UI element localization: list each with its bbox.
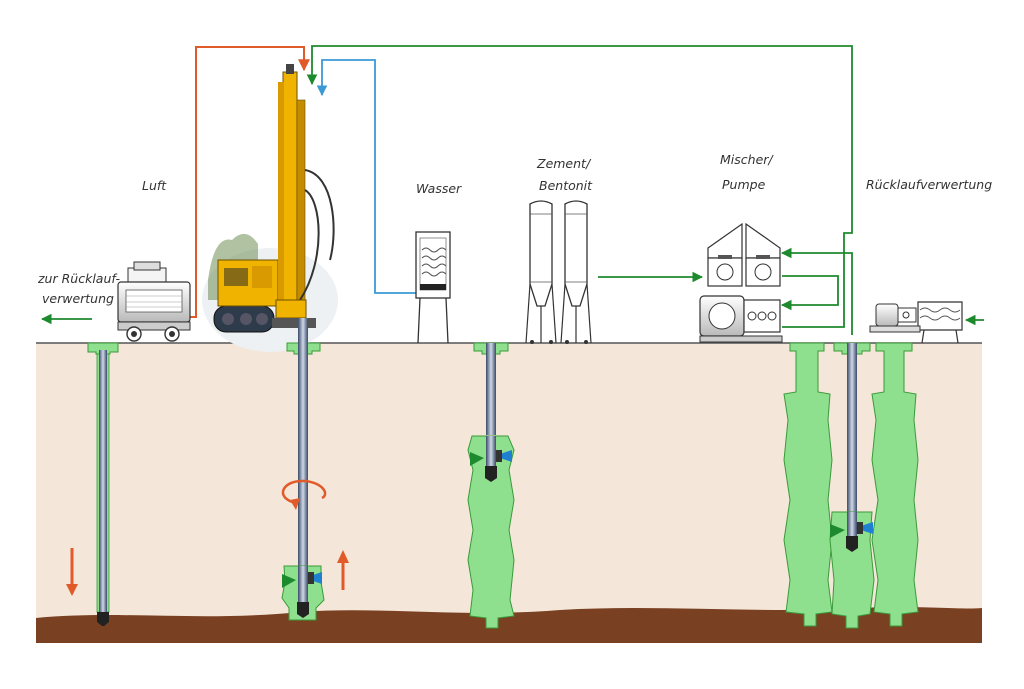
mixer-pump-icon: [699, 222, 783, 343]
grout-columns: [783, 342, 919, 629]
borehole-3: [467, 342, 515, 629]
air-line: [190, 46, 310, 318]
silo-icon: [525, 200, 592, 344]
return-to-mixer-line: [780, 247, 853, 335]
label-pumpe: Pumpe: [722, 177, 766, 192]
drill-rig-icon: [202, 64, 338, 352]
recycling-unit-icon: [869, 301, 963, 344]
borehole-2: [281, 318, 349, 621]
water-line: [316, 59, 418, 294]
mixer-to-pump-line: [780, 275, 839, 311]
compressor-icon: [117, 261, 191, 342]
label-luft: Luft: [142, 178, 167, 193]
soil-bottom-layer: [36, 607, 982, 643]
label-zement: Zement/: [536, 156, 592, 171]
grout-line-to-rig: [306, 45, 853, 328]
label-bentonit: Bentonit: [539, 178, 593, 193]
label-zur-ruecklauf: zur Rücklauf-: [37, 271, 121, 286]
label-ruecklaufverwertung: Rücklaufverwertung: [866, 177, 992, 192]
water-tank-icon: [415, 231, 451, 344]
rotation-arrow-icon: [281, 479, 327, 505]
label-mischer: Mischer/: [720, 152, 774, 167]
label-wasser: Wasser: [416, 181, 462, 196]
label-verwertung: verwertung: [42, 291, 114, 306]
borehole-1: [66, 342, 119, 626]
